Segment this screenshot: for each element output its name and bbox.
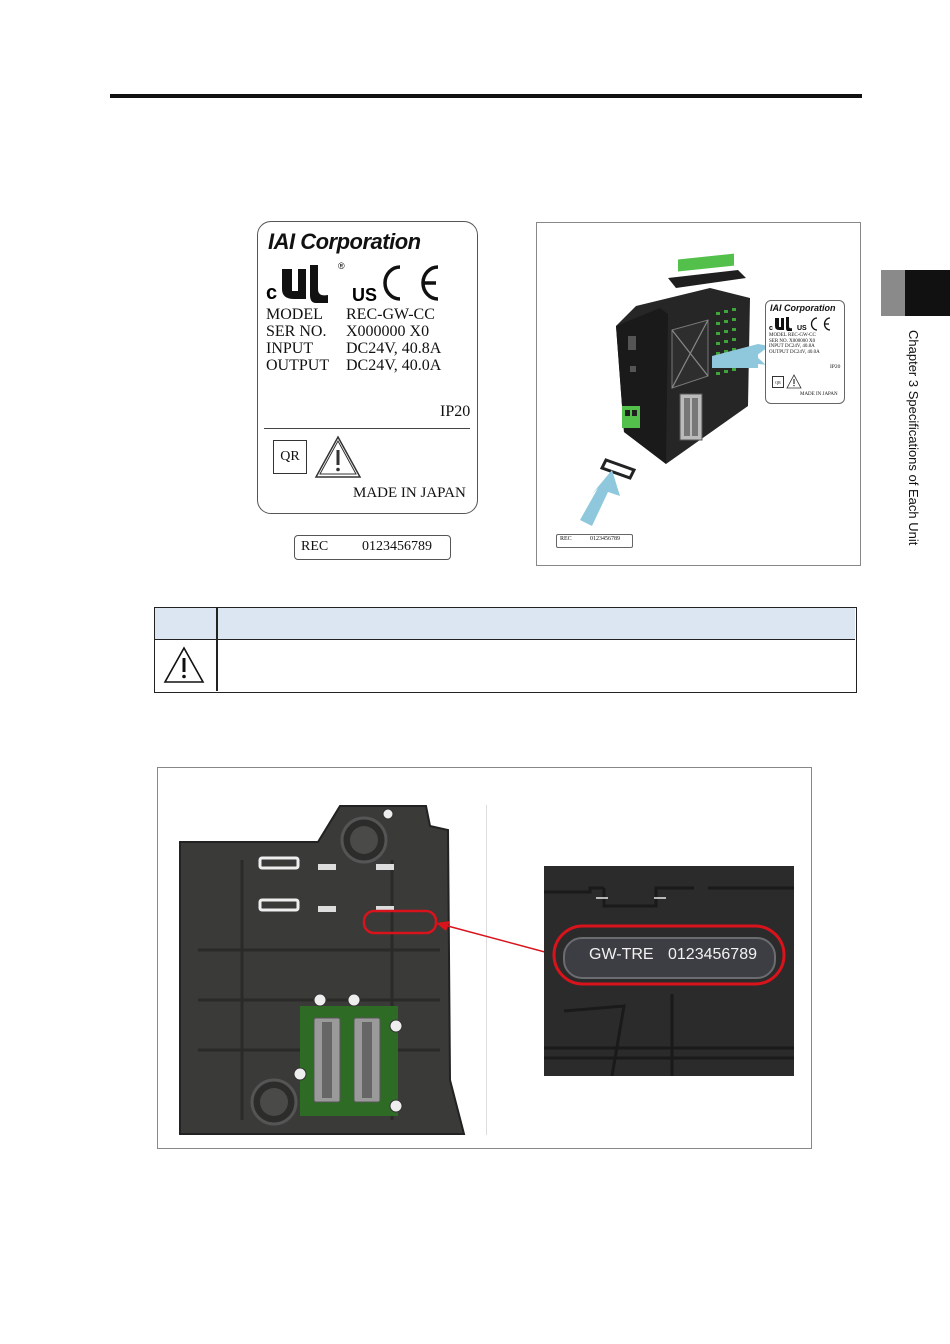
serial-tag-number: 0123456789 bbox=[362, 539, 432, 554]
small-label-specs: MODEL REC-GW-CC SER NO. X000000 X0 INPUT… bbox=[769, 333, 820, 355]
small-ip-rating: IP20 bbox=[830, 364, 841, 370]
spec-value: DC24V, 40.8A bbox=[346, 340, 442, 357]
svg-text:US: US bbox=[352, 285, 377, 303]
product-label-specs: MODEL REC-GW-CC SER NO. X000000 X0 INPUT… bbox=[266, 306, 466, 374]
gateway-unit-illustration bbox=[580, 253, 780, 526]
small-qr-placeholder: QR bbox=[772, 376, 784, 388]
svg-text:®: ® bbox=[338, 261, 345, 271]
small-made-in-text: MADE IN JAPAN bbox=[800, 392, 838, 397]
certification-marks-icon: c ® US bbox=[266, 261, 439, 303]
small-spec-key: INPUT bbox=[769, 344, 784, 349]
small-spec-row: OUTPUT DC24V, 40.0A bbox=[769, 350, 820, 356]
terminal-serial-prefix: GW-TRE bbox=[589, 946, 654, 963]
spec-row: MODEL REC-GW-CC bbox=[266, 306, 466, 323]
photo-divider bbox=[486, 805, 487, 1135]
ip-rating: IP20 bbox=[440, 403, 471, 420]
terminal-serial-number: 0123456789 bbox=[668, 946, 757, 963]
serial-tag-prefix: REC bbox=[301, 539, 329, 554]
product-label bbox=[257, 221, 478, 514]
pointer-arrow-icon bbox=[436, 921, 557, 956]
svg-text:US: US bbox=[797, 325, 807, 331]
serial-tag bbox=[294, 535, 451, 560]
header-rule bbox=[110, 94, 862, 98]
chapter-tab-black bbox=[905, 270, 950, 316]
caution-table bbox=[154, 607, 857, 693]
terminal-unit-back-illustration bbox=[179, 805, 466, 1135]
spec-key: MODEL bbox=[266, 306, 323, 323]
label-divider bbox=[264, 428, 470, 429]
small-certification-marks-icon: c US bbox=[769, 317, 831, 331]
small-serial-number: 0123456789 bbox=[590, 536, 620, 542]
caution-table-header bbox=[155, 608, 855, 640]
small-spec-key: MODEL bbox=[769, 333, 787, 338]
small-spec-row: INPUT DC24V, 40.8A bbox=[769, 344, 820, 350]
chapter-tab-gray bbox=[881, 270, 905, 316]
svg-text:c: c bbox=[266, 282, 277, 303]
made-in-text: MADE IN JAPAN bbox=[353, 485, 466, 501]
spec-key: OUTPUT bbox=[266, 357, 330, 374]
spec-row: INPUT DC24V, 40.8A bbox=[266, 340, 466, 357]
caution-table-divider bbox=[216, 608, 218, 691]
small-serial-tag bbox=[556, 534, 633, 548]
small-spec-value: DC24V, 40.8A bbox=[784, 344, 815, 349]
small-spec-row: SER NO. X000000 X0 bbox=[769, 339, 820, 345]
small-spec-value: REC-GW-CC bbox=[788, 333, 816, 338]
svg-text:c: c bbox=[769, 325, 773, 331]
small-warning-triangle-icon bbox=[786, 374, 802, 389]
caution-icon bbox=[163, 646, 205, 683]
small-serial-prefix: REC bbox=[560, 536, 572, 542]
small-spec-value: DC24V, 40.0A bbox=[789, 349, 820, 355]
spec-key: SER NO. bbox=[266, 323, 327, 340]
terminal-serial-plate bbox=[563, 937, 776, 979]
spec-row: OUTPUT DC24V, 40.0A bbox=[266, 357, 466, 374]
small-label-brand: IAI Corporation bbox=[770, 303, 836, 313]
spec-row: SER NO. X000000 X0 bbox=[266, 323, 466, 340]
spec-value: DC24V, 40.0A bbox=[346, 357, 442, 374]
small-spec-key: SER NO. bbox=[769, 338, 788, 344]
spec-value: REC-GW-CC bbox=[346, 306, 435, 323]
warning-triangle-icon bbox=[314, 435, 362, 478]
small-product-label bbox=[765, 300, 845, 404]
product-label-brand: IAI Corporation bbox=[268, 229, 421, 254]
chapter-label: Chapter 3 Specifications of Each Unit bbox=[906, 330, 921, 546]
spec-key: INPUT bbox=[266, 340, 314, 357]
spec-value: X000000 X0 bbox=[346, 323, 430, 340]
small-spec-key: OUTPUT bbox=[769, 349, 789, 355]
small-spec-row: MODEL REC-GW-CC bbox=[769, 333, 820, 339]
qr-code-placeholder: QR bbox=[273, 440, 307, 474]
small-spec-value: X000000 X0 bbox=[789, 338, 816, 344]
